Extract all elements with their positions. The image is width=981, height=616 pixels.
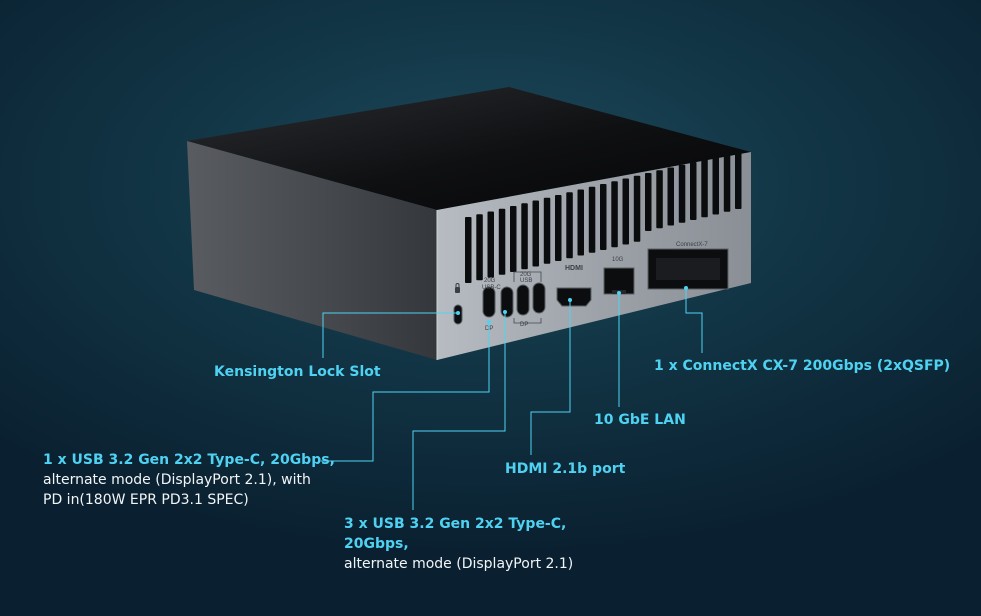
usb-c-port xyxy=(500,286,514,318)
device-left-face xyxy=(187,141,437,360)
vent-slot xyxy=(690,162,697,220)
usb-single-detail-2: PD in(180W EPR PD3.1 SPEC) xyxy=(43,492,249,508)
panel-label-10g: 10G xyxy=(612,257,624,263)
vent-slot xyxy=(588,186,596,253)
vent-slot xyxy=(645,173,652,231)
vent-slot xyxy=(498,208,506,275)
usb-single-title: 1 x USB 3.2 Gen 2x2 Type-C, 20Gbps, xyxy=(43,452,335,468)
vent-slot xyxy=(712,156,719,215)
vent-slot xyxy=(678,164,686,223)
vent-slot xyxy=(611,181,618,248)
vent-slot xyxy=(600,184,607,250)
vent-slot xyxy=(521,203,528,270)
vent-slot xyxy=(701,159,708,218)
usb-single-callout-line xyxy=(321,322,490,462)
vent-slot xyxy=(735,151,742,209)
kensington-callout-line xyxy=(322,312,458,358)
panel-label-20g: 20G xyxy=(484,278,496,284)
usb-triple-callout: 3 x USB 3.2 Gen 2x2 Type-C, 20Gbps, alte… xyxy=(344,514,573,574)
usb-single-detail-1: alternate mode (DisplayPort 2.1), with xyxy=(43,472,311,488)
vent-slot xyxy=(487,211,494,278)
vent-grille xyxy=(465,151,742,283)
panel-label-20g-group: 20G xyxy=(520,272,532,278)
kensington-callout: Kensington Lock Slot xyxy=(214,364,381,380)
lan-port xyxy=(603,267,635,295)
vent-slot xyxy=(723,153,731,212)
vent-slot xyxy=(532,200,539,267)
usb-c-port xyxy=(532,282,546,314)
hdmi-port xyxy=(556,287,592,307)
connectx-qsfp-port xyxy=(647,248,729,290)
vent-slot xyxy=(476,214,483,281)
mini-pc-device: 20G USB-C 20G USB DP DP HDMI 10G Connect… xyxy=(187,87,751,360)
hdmi-callout-line xyxy=(530,300,571,455)
connectx-callout: 1 x ConnectX CX-7 200Gbps (2xQSFP) xyxy=(654,358,951,374)
vent-slot xyxy=(622,178,629,245)
vent-slot xyxy=(566,192,573,259)
panel-label-dp-right: DP xyxy=(520,322,528,328)
hdmi-callout: HDMI 2.1b port xyxy=(505,461,626,477)
vent-slot xyxy=(510,206,517,272)
vent-slot xyxy=(656,170,663,229)
panel-label-usb-c: USB-C xyxy=(482,285,501,291)
usb-triple-detail: alternate mode (DisplayPort 2.1) xyxy=(344,556,574,572)
lan-callout: 10 GbE LAN xyxy=(594,412,686,428)
vent-slot xyxy=(543,197,551,264)
panel-label-hdmi: HDMI xyxy=(565,265,583,272)
usb-triple-title-2: 20Gbps, xyxy=(344,536,409,552)
usb-c-port xyxy=(516,284,530,316)
vent-slot xyxy=(555,195,562,261)
panel-label-connectx: ConnectX-7 xyxy=(676,242,708,248)
usb-triple-callout-line xyxy=(412,312,506,510)
usb-single-callout: 1 x USB 3.2 Gen 2x2 Type-C, 20Gbps, alte… xyxy=(43,450,335,510)
callout-dots xyxy=(456,286,688,324)
vent-slot xyxy=(633,175,641,242)
usb-c-ports xyxy=(482,271,546,324)
panel-label-usb: USB xyxy=(520,278,532,284)
usb-triple-title: 3 x USB 3.2 Gen 2x2 Type-C, xyxy=(344,516,567,532)
connectx-callout-line xyxy=(685,288,703,353)
callout-lines xyxy=(321,288,703,510)
vent-slot xyxy=(577,189,584,256)
vent-slot xyxy=(465,217,472,283)
device-top-face xyxy=(187,87,751,210)
vent-slot xyxy=(667,167,674,226)
usb-c-port xyxy=(482,286,496,318)
